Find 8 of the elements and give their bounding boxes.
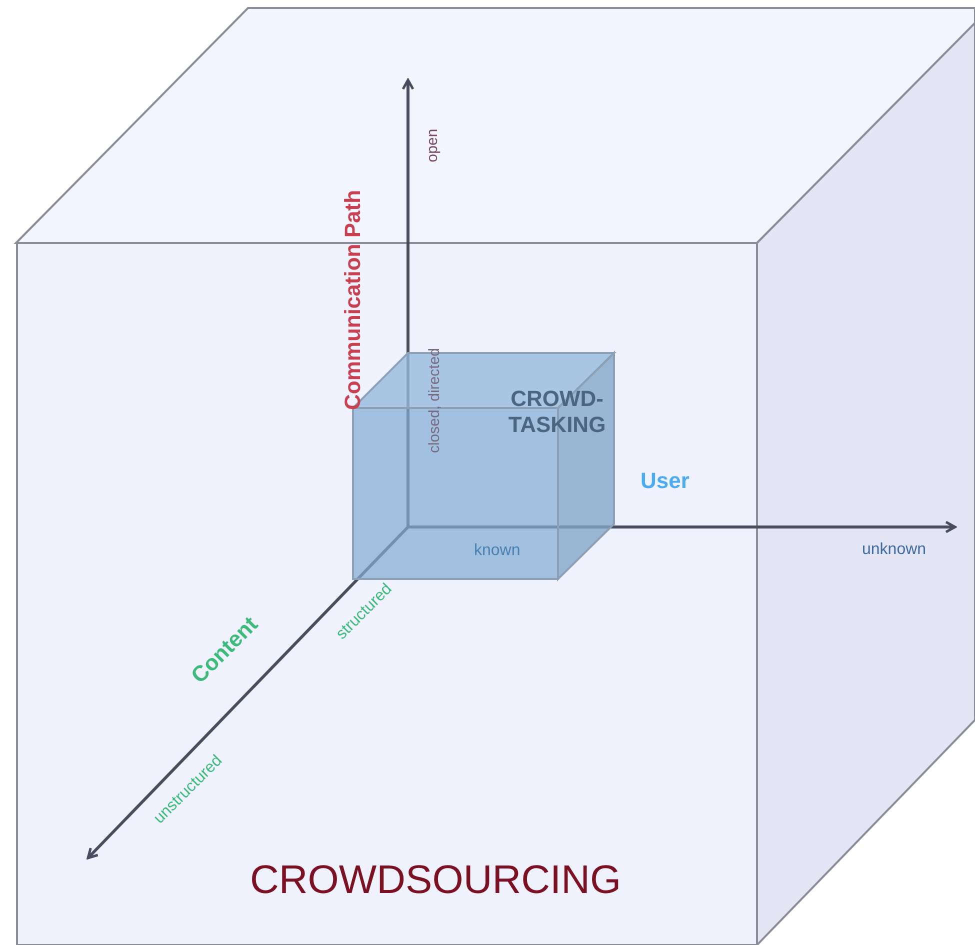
axis-label: User xyxy=(640,470,690,492)
axis-label: closed, directed xyxy=(426,347,442,453)
axis-label: Communication Path xyxy=(342,190,364,410)
cube-title: CROWD-TASKING xyxy=(507,386,607,439)
axis-label: open xyxy=(424,128,440,162)
axis-label: known xyxy=(474,543,520,559)
axis-label: unknown xyxy=(862,542,926,558)
cube-title: CROWDSOURCING xyxy=(250,860,622,900)
